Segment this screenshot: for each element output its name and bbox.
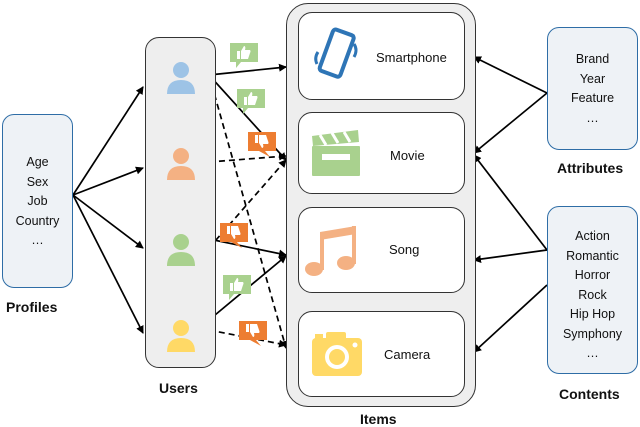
items-label: Items	[360, 411, 397, 427]
profiles-label: Profiles	[6, 299, 58, 315]
user-avatar-icon	[167, 320, 195, 352]
thumbs-up-icon	[230, 43, 258, 68]
item-label-camera: Camera	[384, 347, 431, 362]
attribute-entry: Feature	[570, 91, 615, 105]
content-entry: Hip Hop	[569, 307, 616, 321]
content-entry: Horror	[574, 268, 611, 282]
profile-user-arrows	[72, 86, 144, 334]
avatar-body	[167, 80, 195, 94]
content-entry: …	[586, 346, 599, 360]
content-entry: Action	[575, 229, 610, 243]
dislike-arrows	[208, 74, 288, 349]
content-entry: Romantic	[566, 248, 619, 263]
thumbs-up-icon	[237, 89, 265, 114]
attributes-box	[547, 27, 638, 150]
avatar-head	[173, 62, 189, 78]
user-avatar-icon	[167, 148, 195, 180]
item-card-song	[298, 207, 465, 293]
content-entry: Symphony	[562, 326, 623, 341]
attribute-entry: Brand	[575, 52, 610, 66]
content-entry: Rock	[578, 287, 607, 302]
item-label-smartphone: Smartphone	[376, 50, 447, 65]
clapperboard-icon	[312, 130, 360, 176]
item-label-song: Song	[389, 242, 420, 257]
profile-entry: Sex	[26, 174, 49, 189]
attribute-entry: Year	[579, 71, 606, 86]
camera-icon	[312, 332, 362, 376]
item-feature-arrows	[473, 56, 548, 353]
user-avatar-icon	[167, 234, 195, 266]
contents-box	[547, 206, 638, 374]
profiles-list: Age Sex Job Country …	[2, 153, 73, 251]
profile-entry: Age	[26, 155, 49, 169]
smartphone-icon	[314, 27, 358, 79]
contents-list: Action Romantic Horror Rock Hip Hop Symp…	[547, 227, 638, 364]
thumbs-up-icon	[223, 275, 251, 300]
profiles-box	[2, 114, 73, 288]
thumbs-down-icon	[248, 132, 276, 157]
profile-entry: Job	[27, 194, 48, 208]
music-note-icon	[305, 226, 356, 276]
attributes-label: Attributes	[557, 160, 624, 176]
item-label-movie: Movie	[390, 148, 425, 163]
attributes-list: Brand Year Feature …	[547, 50, 638, 128]
user-avatar-icon	[167, 62, 195, 94]
users-label: Users	[159, 380, 198, 396]
thumbs-down-icon	[239, 321, 267, 346]
profile-entry: …	[31, 233, 44, 247]
attribute-entry: …	[586, 110, 599, 125]
thumbs-down-icon	[220, 223, 248, 248]
profile-entry: Country	[15, 213, 60, 228]
contents-label: Contents	[559, 386, 620, 402]
